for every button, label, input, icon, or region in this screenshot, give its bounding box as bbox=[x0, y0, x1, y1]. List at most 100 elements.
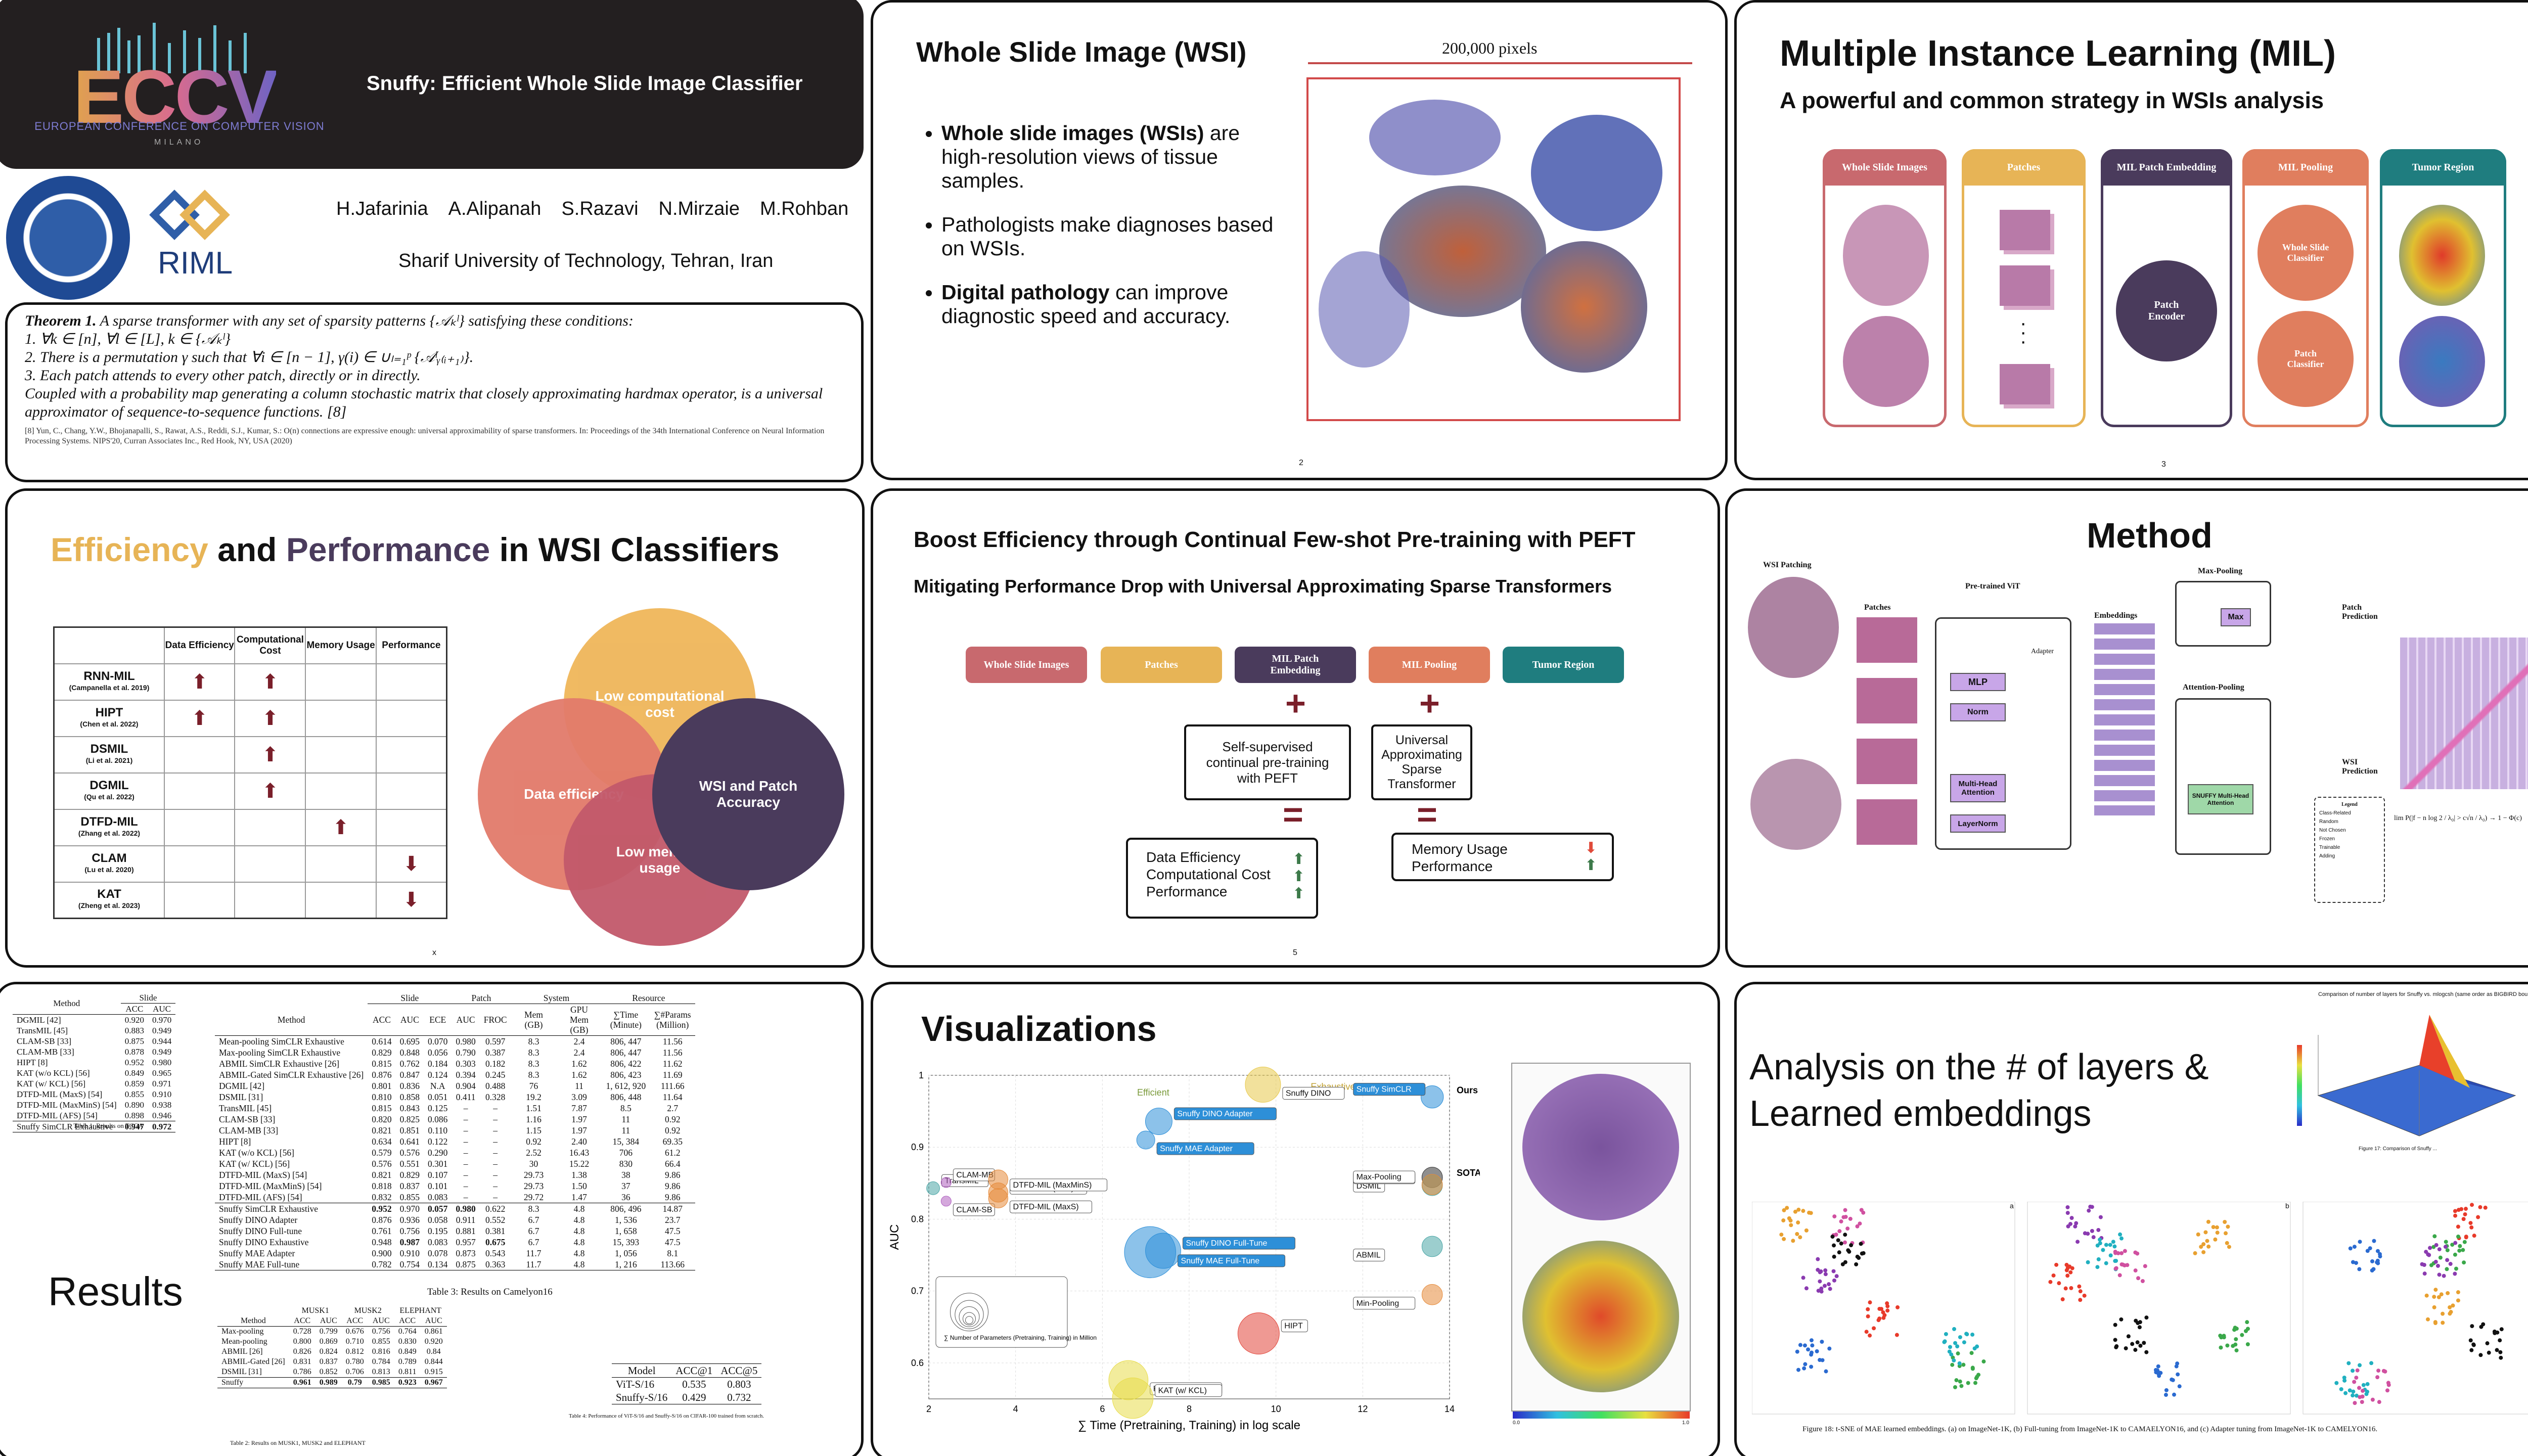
tsne-point bbox=[1796, 1207, 1801, 1212]
table-caption: Table 1: Results on TCGA bbox=[73, 1122, 144, 1129]
x-tick-label: 6 bbox=[1100, 1404, 1105, 1414]
tsne-point bbox=[1806, 1347, 1811, 1352]
tsne-point bbox=[2432, 1295, 2436, 1299]
tsne-point bbox=[2365, 1382, 2370, 1386]
tsne-point bbox=[1819, 1286, 1824, 1291]
value-cell: 0.836 bbox=[399, 1081, 420, 1091]
authors: H.Jafarinia A.Alipanah S.Razavi N.Mirzai… bbox=[336, 198, 848, 220]
tsne-point bbox=[1855, 1224, 1860, 1228]
value-cell: 8.3 bbox=[528, 1204, 539, 1214]
colorbar bbox=[1513, 1412, 1690, 1419]
data-label-box bbox=[1155, 1384, 1223, 1397]
value-cell: 0.849 bbox=[124, 1068, 144, 1078]
tsne-point bbox=[2064, 1262, 2069, 1267]
value-cell: 806, 448 bbox=[610, 1092, 642, 1102]
tsne-point bbox=[2425, 1317, 2430, 1322]
value-cell: 0.830 bbox=[398, 1337, 417, 1346]
col-header: Memory Usage bbox=[305, 626, 377, 664]
tsne-point bbox=[2365, 1249, 2370, 1253]
value-cell: 0.859 bbox=[124, 1079, 144, 1088]
value-cell: 0.756 bbox=[372, 1327, 390, 1336]
tsne-point bbox=[2123, 1249, 2127, 1253]
model-citation: (Li et al. 2021) bbox=[85, 756, 133, 764]
value-cell: – bbox=[463, 1114, 468, 1124]
tsne-point bbox=[1949, 1352, 1954, 1357]
tsne-point bbox=[1942, 1340, 1947, 1344]
down-arrow-icon: ⬇ bbox=[402, 889, 420, 912]
up-arrow-icon: ⬆ bbox=[261, 780, 279, 802]
value-cell: 3.09 bbox=[571, 1092, 587, 1102]
tsne-point bbox=[1837, 1229, 1842, 1234]
method-cell: Snuffy DINO Adapter bbox=[219, 1215, 298, 1225]
value-cell: 0.786 bbox=[293, 1368, 311, 1376]
value-cell: 0.184 bbox=[428, 1059, 448, 1069]
max-block: Max bbox=[2221, 608, 2251, 626]
value-cell: 0.837 bbox=[319, 1357, 338, 1366]
method-cell: DSMIL [31] bbox=[221, 1368, 262, 1376]
patch-grid bbox=[1857, 617, 1917, 850]
value-cell: 1.47 bbox=[571, 1192, 587, 1202]
x-tick-label: 12 bbox=[1358, 1404, 1368, 1414]
tsne-point bbox=[2445, 1248, 2450, 1252]
col-header: Data Efficiency bbox=[164, 626, 236, 664]
tsne-point bbox=[2143, 1264, 2147, 1268]
data-label-box bbox=[1282, 1086, 1345, 1100]
tsne-point bbox=[1782, 1208, 1786, 1212]
tsne-point bbox=[2468, 1221, 2473, 1225]
value-cell: 4.8 bbox=[573, 1215, 585, 1225]
value-cell: 0.938 bbox=[152, 1100, 172, 1110]
data-point bbox=[940, 1177, 952, 1188]
wsi-slide-image bbox=[1306, 77, 1681, 421]
tsne-point bbox=[2065, 1211, 2070, 1215]
value-cell: 0.576 bbox=[372, 1159, 392, 1169]
tsne-point bbox=[2443, 1245, 2448, 1249]
tsne-point bbox=[1868, 1333, 1872, 1338]
value-cell: 16.43 bbox=[569, 1148, 590, 1158]
value-cell: 11.56 bbox=[662, 1036, 683, 1046]
tsne-point bbox=[2125, 1263, 2130, 1267]
value-cell: 0.122 bbox=[428, 1136, 448, 1147]
theorem-item: 2. There is a permutation γ such that ∀i… bbox=[25, 349, 474, 366]
value-cell: 0.84 bbox=[426, 1347, 441, 1356]
value-cell: 0.920 bbox=[124, 1015, 144, 1025]
tsne-point bbox=[1832, 1278, 1836, 1283]
tsne-point bbox=[2334, 1381, 2339, 1385]
tsne-point bbox=[2091, 1235, 2096, 1240]
tsne-point bbox=[1791, 1239, 1795, 1243]
tsne-point bbox=[2433, 1288, 2438, 1292]
tsne-point bbox=[1843, 1260, 1847, 1264]
mark-cell: ⬆ bbox=[164, 699, 236, 737]
data-label: CLAM-MB bbox=[956, 1171, 994, 1179]
tsne-point bbox=[2144, 1315, 2149, 1320]
tsne-point bbox=[1823, 1268, 1828, 1272]
tsne-point bbox=[1866, 1307, 1870, 1311]
value-cell: 0.800 bbox=[293, 1337, 311, 1346]
value-cell: 0.858 bbox=[399, 1092, 420, 1102]
tsne-point bbox=[1809, 1350, 1814, 1355]
tsne-point bbox=[2348, 1388, 2352, 1393]
classifier-gear: Patch Classifier bbox=[2258, 311, 2354, 407]
value-cell: 11 bbox=[621, 1125, 630, 1135]
method-cell: KAT (w/o KCL) [56] bbox=[17, 1068, 90, 1078]
value-cell: 806, 447 bbox=[610, 1036, 642, 1046]
author-name: A.Alipanah bbox=[448, 198, 541, 219]
tsne-point bbox=[2375, 1375, 2380, 1380]
down-arrow-icon: ⬇ bbox=[402, 852, 420, 875]
tsne-point bbox=[2472, 1234, 2476, 1238]
layernorm-block: LayerNorm bbox=[1950, 814, 2006, 833]
value-cell: 9.86 bbox=[664, 1192, 681, 1202]
boost-panel: Boost Efficiency through Continual Few-s… bbox=[871, 488, 1720, 968]
value-cell: 11.56 bbox=[662, 1048, 683, 1058]
tsne-point bbox=[1818, 1270, 1822, 1275]
tsne-point bbox=[2177, 1384, 2182, 1389]
tsne-point bbox=[2232, 1328, 2237, 1332]
value-cell: 0.826 bbox=[293, 1347, 311, 1356]
riml-label: RIML bbox=[158, 246, 233, 281]
tsne-point bbox=[1872, 1326, 1876, 1331]
vit-block bbox=[1935, 617, 2071, 850]
tsne-point bbox=[1973, 1381, 1977, 1385]
value-cell: 11 bbox=[575, 1081, 583, 1091]
col-header: Method bbox=[277, 1014, 305, 1025]
